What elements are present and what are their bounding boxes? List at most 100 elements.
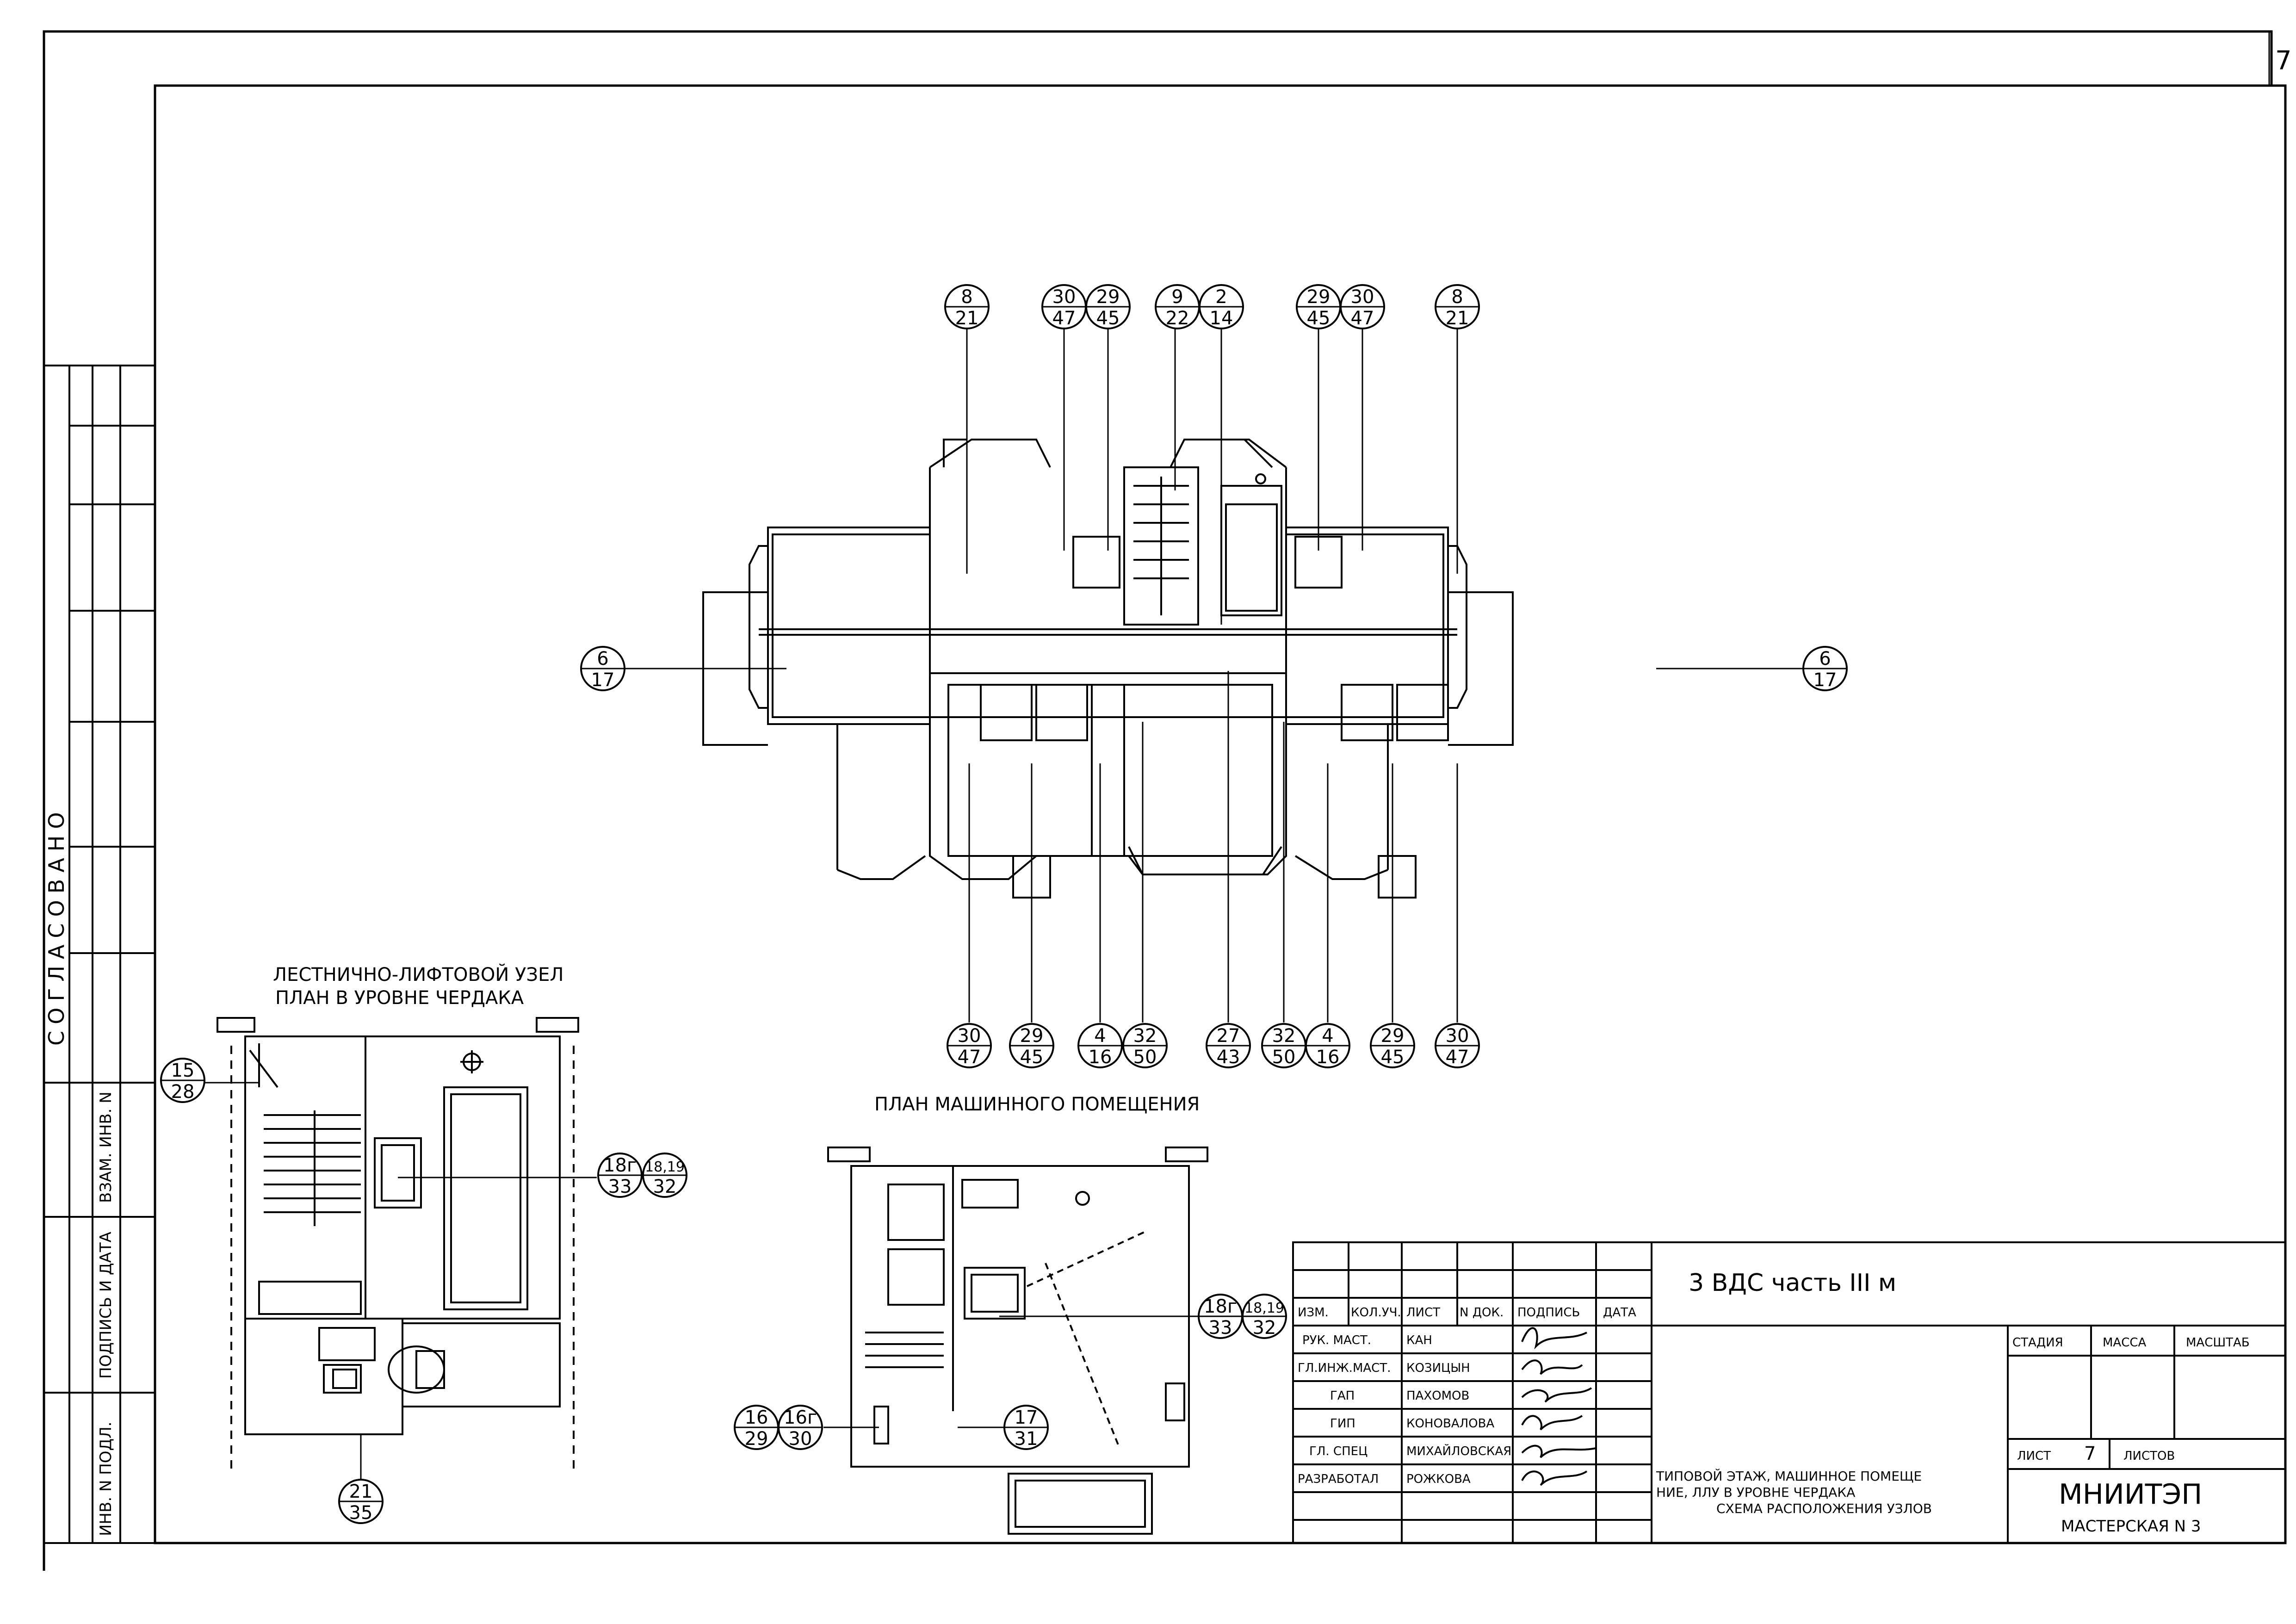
leader-lines-bottom — [968, 671, 1458, 1023]
callout: 30 47 — [1340, 284, 1385, 329]
callout-top-number: 6 — [597, 648, 608, 669]
callout-bottom-number: 33 — [608, 1176, 632, 1197]
callout: 30 47 — [947, 1023, 992, 1068]
title-name: РОЖКОВА — [1406, 1472, 1471, 1486]
callout-top-number: 30 — [1052, 286, 1076, 308]
callout-bottom-number: 45 — [1307, 308, 1331, 329]
signatures — [1521, 1327, 1597, 1486]
stair-node-plan-caption: ПЛАН В УРОВНЕ ЧЕРДАКА — [275, 987, 524, 1009]
title-role: ГАП — [1330, 1389, 1355, 1403]
title-header-list: ЛИСТ — [1406, 1306, 1440, 1320]
callout-bottom-number: 45 — [1020, 1047, 1044, 1068]
callout-top-number: 27 — [1217, 1025, 1240, 1047]
sheet-frame — [43, 30, 2287, 1571]
callout-top-number: 6 — [1819, 648, 1831, 669]
side-stamp-panel — [43, 365, 156, 1544]
callout-top-number: 29 — [1307, 286, 1331, 308]
callouts-side: 6 17 6 17 — [580, 646, 1848, 691]
title-description-line2: НИЕ, ЛЛУ В УРОВНЕ ЧЕРДАКА — [1656, 1485, 1855, 1500]
title-role: РАЗРАБОТАЛ — [1298, 1472, 1379, 1486]
callout-bottom-number: 33 — [1209, 1317, 1232, 1339]
title-description-line3: СХЕМА РАСПОЛОЖЕНИЯ УЗЛОВ — [1716, 1501, 1932, 1516]
callout-top-number: 18,19 — [1244, 1300, 1284, 1316]
callout: 2 14 — [1199, 284, 1244, 329]
callout-top-number: 15 — [171, 1060, 195, 1081]
callout: 29 45 — [1370, 1023, 1415, 1068]
callout: 32 50 — [1261, 1023, 1306, 1068]
callouts-top: 8 21 30 47 29 45 9 22 2 14 29 45 — [944, 284, 1480, 329]
side-inv-sub-label: ВЗАМ. ИНВ. N — [97, 1091, 115, 1203]
callout-bottom-number: 50 — [1272, 1047, 1296, 1068]
sheet-corner-number: 7 — [2275, 46, 2292, 76]
side-inv-orig-label: ИНВ. N ПОДЛ. — [97, 1422, 115, 1536]
side-approved-label: СОГЛАСОВАНО — [44, 806, 69, 1046]
title-name: ПАХОМОВ — [1406, 1389, 1469, 1403]
callout-bottom-number: 14 — [1210, 308, 1233, 329]
title-role: ГИП — [1330, 1417, 1355, 1431]
stair-node-leaders — [204, 1082, 597, 1481]
callouts-machine: 18г 33 18,19 32 16 29 16г 30 17 31 — [734, 1294, 1287, 1450]
callout: 18г 33 — [597, 1153, 643, 1198]
callout: 29 45 — [1085, 284, 1131, 329]
callout-top-number: 16г — [784, 1407, 817, 1428]
callout-bottom-number: 16 — [1089, 1047, 1112, 1068]
callout: 8 21 — [944, 284, 990, 329]
callout: 30 47 — [1435, 1023, 1480, 1068]
callout-bottom-number: 45 — [1381, 1047, 1405, 1068]
callout: 4 16 — [1077, 1023, 1123, 1068]
callout: 16г 30 — [778, 1405, 823, 1450]
callout-bottom-number: 47 — [1351, 308, 1374, 329]
callouts-bottom: 30 47 29 45 4 16 32 50 27 43 32 50 — [947, 1023, 1480, 1068]
callout-top-number: 18,19 — [645, 1159, 685, 1175]
callout-top-number: 2 — [1215, 286, 1227, 308]
callout-top-number: 18г — [603, 1155, 637, 1176]
title-role: ГЛ.ИНЖ.МАСТ. — [1298, 1361, 1391, 1375]
title-sheet-value: 7 — [2084, 1443, 2096, 1464]
callouts-stair: 15 28 18г 33 18,19 32 21 35 — [160, 1058, 687, 1524]
title-sheet-label: ЛИСТ — [2017, 1449, 2051, 1463]
callout-top-number: 9 — [1171, 286, 1183, 308]
callout-bottom-number: 47 — [1446, 1047, 1469, 1068]
machine-room-leaders — [823, 1315, 1198, 1428]
title-name: КАН — [1406, 1333, 1432, 1347]
title-header-izm: ИЗМ. — [1298, 1306, 1329, 1320]
callout-top-number: 8 — [1451, 286, 1463, 308]
callout-bottom-number: 22 — [1166, 308, 1189, 329]
title-description-line1: ТИПОВОЙ ЭТАЖ, МАШИННОЕ ПОМЕЩЕ — [1656, 1468, 1922, 1484]
callout-top-number: 18г — [1204, 1296, 1237, 1317]
callout-top-number: 29 — [1096, 286, 1120, 308]
callout-bottom-number: 47 — [958, 1047, 981, 1068]
callout: 17 31 — [1003, 1405, 1049, 1450]
title-project-code: 3 ВДС часть III м — [1689, 1269, 1896, 1297]
side-sign-date-label: ПОДПИСЬ И ДАТА — [97, 1232, 115, 1379]
callout-bottom-number: 21 — [1446, 308, 1469, 329]
title-stage-label: СТАДИЯ — [2012, 1336, 2063, 1350]
stair-node-caption: ЛЕСТНИЧНО-ЛИФТОВОЙ УЗЕЛ — [273, 963, 563, 986]
title-header-kol: КОЛ.УЧ. — [1351, 1306, 1401, 1320]
machine-room-caption: ПЛАН МАШИННОГО ПОМЕЩЕНИЯ — [874, 1094, 1200, 1115]
callout-top-number: 30 — [958, 1025, 981, 1047]
callout-bottom-number: 47 — [1052, 308, 1076, 329]
callout: 6 17 — [1802, 646, 1848, 691]
callout-bottom-number: 21 — [955, 308, 979, 329]
callout-bottom-number: 16 — [1316, 1047, 1340, 1068]
callout-top-number: 8 — [961, 286, 972, 308]
callout: 29 45 — [1009, 1023, 1054, 1068]
title-mass-label: МАССА — [2103, 1336, 2147, 1350]
callout-top-number: 29 — [1020, 1025, 1044, 1047]
callout-top-number: 21 — [349, 1481, 373, 1502]
title-name: МИХАЙЛОВСКАЯ — [1406, 1444, 1511, 1458]
callout: 18г 33 — [1198, 1294, 1243, 1339]
callout: 15 28 — [160, 1058, 205, 1103]
callout: 27 43 — [1206, 1023, 1251, 1068]
title-header-doc: N ДОК. — [1460, 1306, 1504, 1320]
callout-top-number: 17 — [1015, 1407, 1038, 1428]
callout-bottom-number: 29 — [745, 1428, 768, 1450]
title-scale-label: МАСШТАБ — [2186, 1336, 2250, 1350]
callout-bottom-number: 17 — [1813, 669, 1837, 691]
callout-top-number: 32 — [1133, 1025, 1157, 1047]
title-role: ГЛ. СПЕЦ — [1309, 1444, 1368, 1458]
callout: 21 35 — [338, 1479, 384, 1524]
callout-bottom-number: 45 — [1096, 308, 1120, 329]
